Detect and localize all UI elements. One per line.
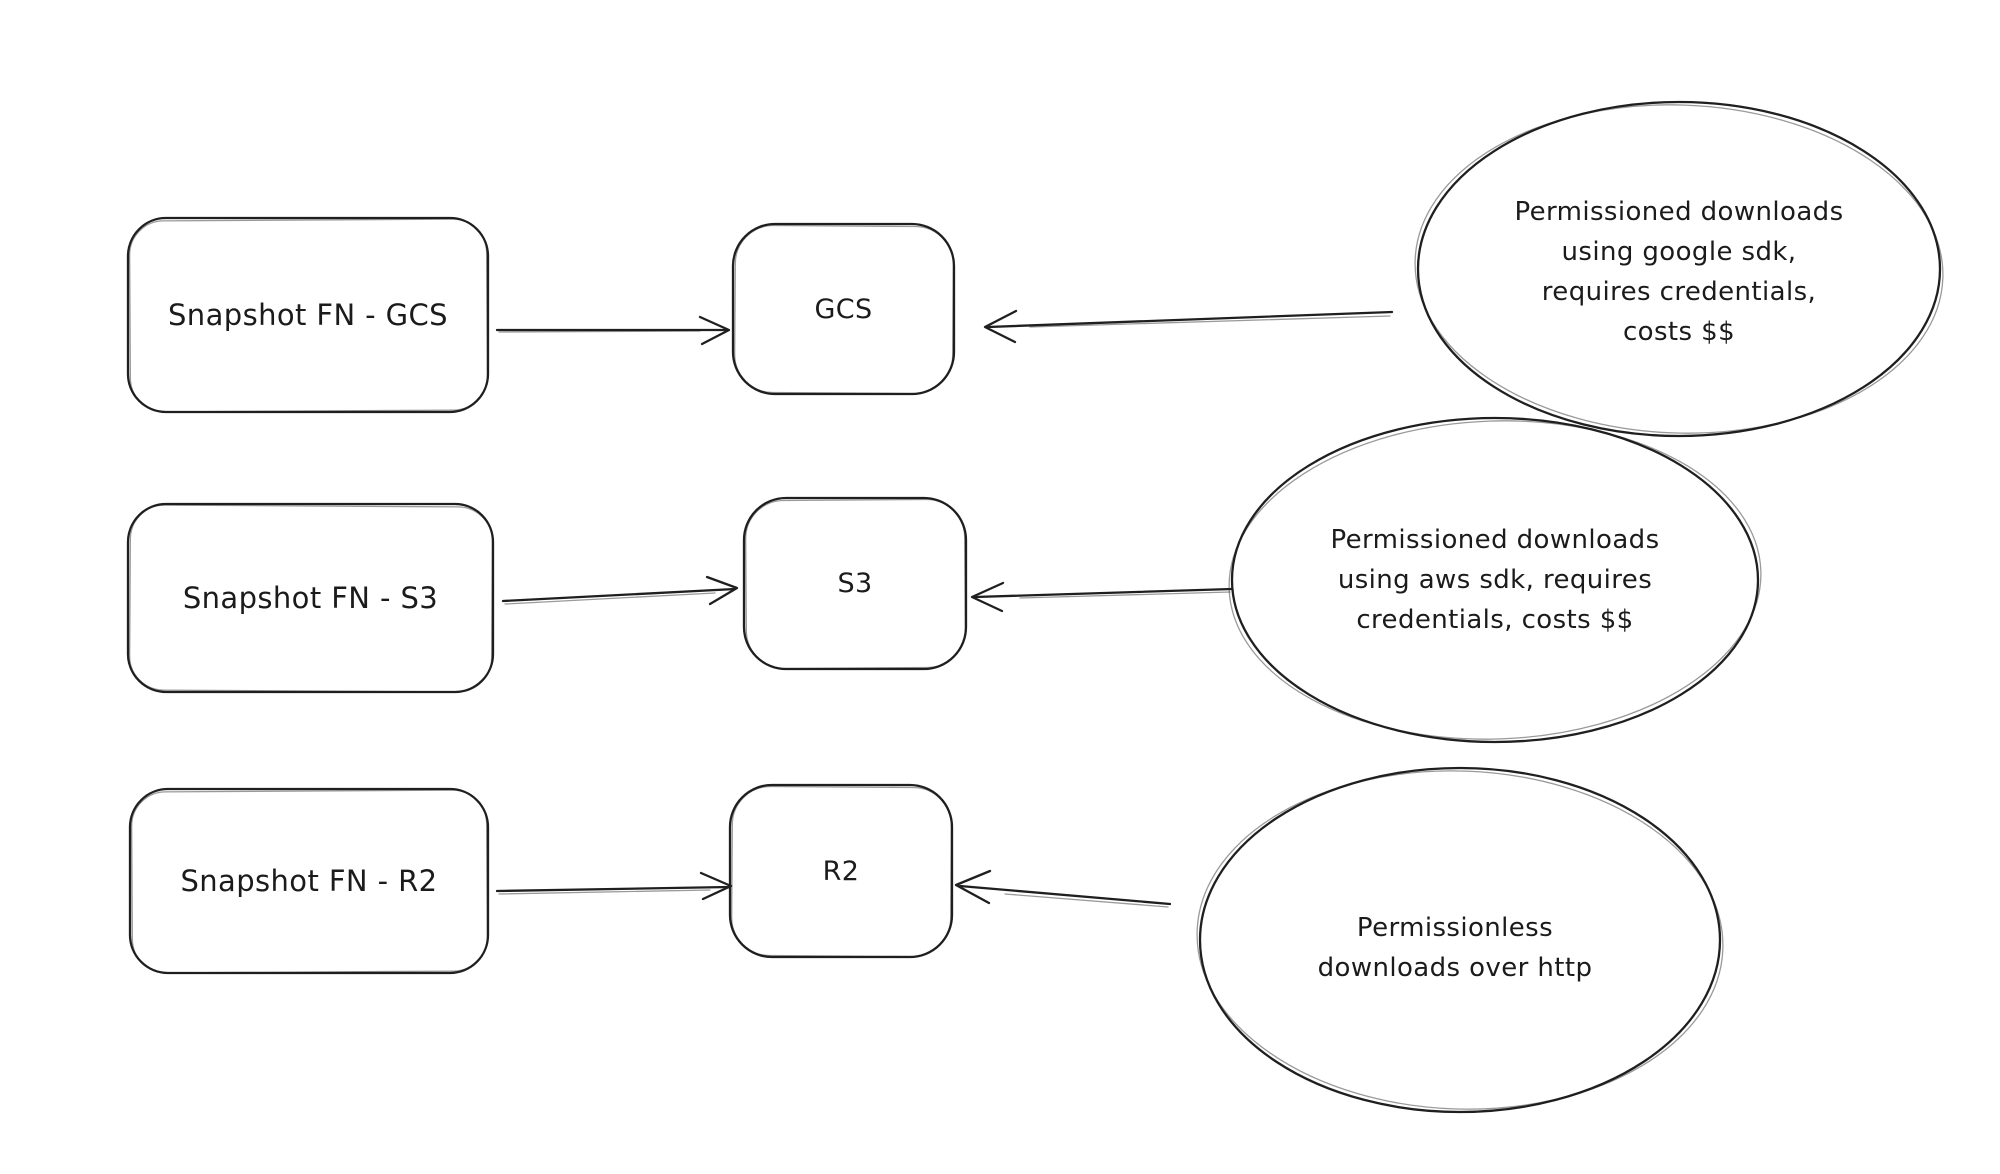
- arrow-fn-to-s3: [501, 575, 739, 606]
- arrow-fn-to-r2: [495, 871, 733, 901]
- arrow-note-to-s3: [970, 581, 1234, 613]
- note-s3-ellipse: [1228, 416, 1762, 744]
- arrow-note-to-gcs: [983, 309, 1394, 344]
- arrow-note-to-r2: [954, 869, 1172, 908]
- node-snapshot-fn-gcs-box: [126, 216, 490, 414]
- node-r2-box: [728, 783, 954, 959]
- node-gcs-box: [731, 222, 956, 396]
- node-snapshot-fn-r2-box: [128, 787, 490, 975]
- node-snapshot-fn-s3-box: [126, 502, 495, 694]
- arrow-fn-to-gcs: [495, 315, 731, 346]
- node-s3-box: [742, 496, 968, 671]
- note-r2-ellipse: [1196, 766, 1724, 1114]
- note-gcs-ellipse: [1414, 100, 1944, 438]
